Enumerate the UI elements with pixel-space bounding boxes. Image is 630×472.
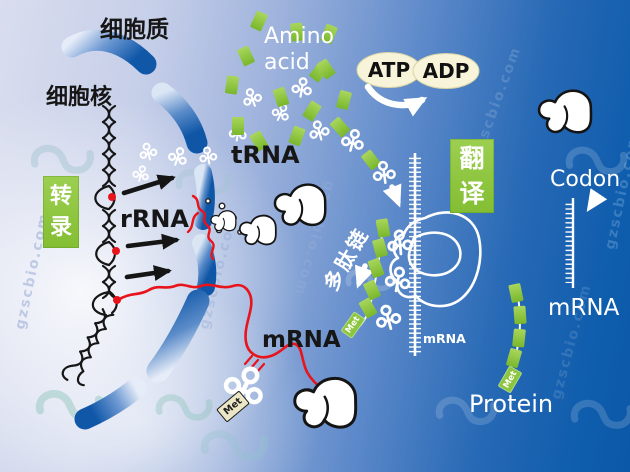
protein-chain-graphic: [504, 282, 527, 377]
rrna-strand: [186, 194, 215, 261]
arrow-icon: [354, 263, 374, 289]
mrna-ribosome-label: mRNA: [423, 331, 466, 346]
amino-acid-label: Amino acid: [264, 24, 334, 75]
rrna-label: rRNA: [120, 205, 189, 233]
atp-label: ATP: [367, 58, 411, 82]
transcription-label: 转录: [49, 183, 72, 240]
arrow-icon: [586, 188, 608, 212]
protein-label: Protein: [469, 390, 554, 418]
ribosome-outline: [389, 211, 482, 308]
trna-label: tRNA: [231, 141, 300, 169]
mrna-cytoplasm-label: mRNA: [548, 295, 620, 321]
nuclear-envelope-segment: [192, 234, 217, 296]
glove-hand-icon: [293, 376, 358, 429]
glove-hand-icon: [238, 214, 277, 246]
glove-hand-icon: [273, 183, 327, 227]
transcription-bubble: [95, 240, 117, 267]
transcription-box: 转录: [43, 176, 79, 248]
nuclear-envelope-segment: [146, 289, 210, 383]
mrna-strand: [116, 283, 329, 393]
codon-label: Codon: [550, 167, 621, 192]
atp-adp-group: [356, 52, 480, 117]
mrna-ladder-central: [409, 153, 421, 356]
translation-box: 翻译: [450, 139, 494, 213]
translation-label: 翻译: [459, 143, 485, 209]
adp-oval: [412, 53, 480, 89]
arrow-icon: [121, 174, 176, 196]
nuclear-envelope: [61, 29, 217, 430]
glove-hand-icon: [537, 89, 593, 134]
mrna-ladder-right: [565, 198, 575, 288]
white-arrows: [354, 183, 608, 289]
atp-adp-arrow-icon: [364, 83, 428, 117]
nuclear-envelope-segment: [74, 377, 147, 430]
nuclear-envelope-segment: [151, 82, 208, 154]
adp-label: ADP: [422, 59, 470, 83]
arrow-icon: [382, 183, 402, 208]
mrna-nuclear-label: mRNA: [262, 327, 341, 353]
dna-double-helix: [61, 104, 121, 387]
transcription-start-dot: [108, 193, 121, 304]
nucleus-label: 细胞核: [46, 85, 113, 110]
nuclear-envelope-segment: [61, 29, 157, 75]
transcription-arrows: [121, 174, 180, 281]
arrow-icon: [125, 233, 180, 250]
cytoplasm-label: 细胞质: [100, 17, 169, 43]
glove-hand-icon: [210, 210, 237, 232]
arrow-icon: [124, 265, 172, 281]
